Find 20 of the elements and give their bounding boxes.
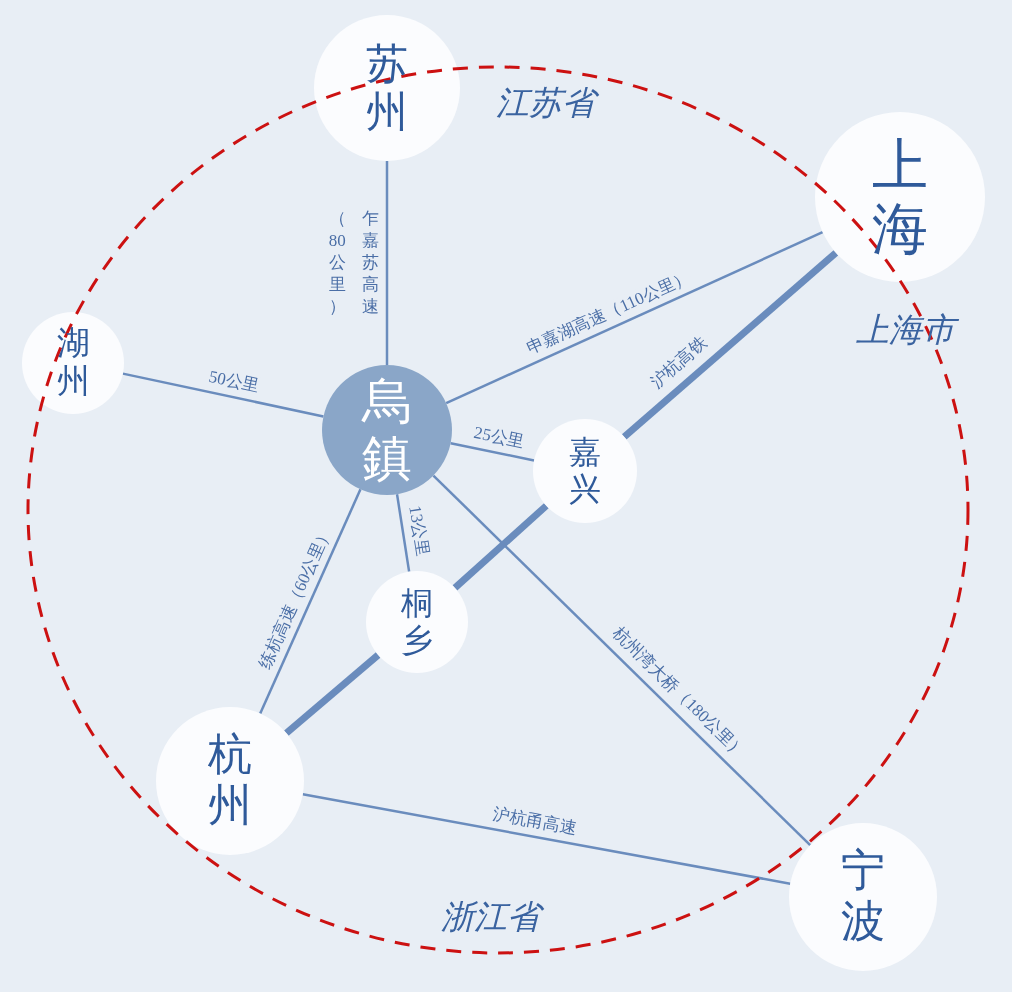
route-line	[385, 161, 389, 365]
place-name: 湖州	[56, 325, 90, 401]
route-line	[122, 372, 324, 418]
route-line	[450, 441, 535, 462]
route-line	[445, 231, 824, 405]
route-line	[302, 793, 791, 885]
place-name: 宁波	[841, 846, 885, 948]
place-name: 桐乡	[401, 585, 433, 659]
thick-route-line	[621, 250, 839, 440]
route-line	[432, 474, 812, 847]
route-line	[259, 488, 362, 714]
place-name: 杭州	[208, 730, 252, 832]
place-name: 烏鎮	[362, 372, 412, 488]
thick-route-line	[284, 652, 381, 736]
thick-route-line	[452, 503, 549, 591]
route-line	[395, 494, 411, 572]
place-name: 苏州	[366, 39, 408, 137]
edge-label: 乍嘉苏高速（80公里）	[327, 208, 381, 318]
place-name: 上海	[872, 132, 928, 262]
place-name: 嘉兴	[569, 434, 601, 508]
